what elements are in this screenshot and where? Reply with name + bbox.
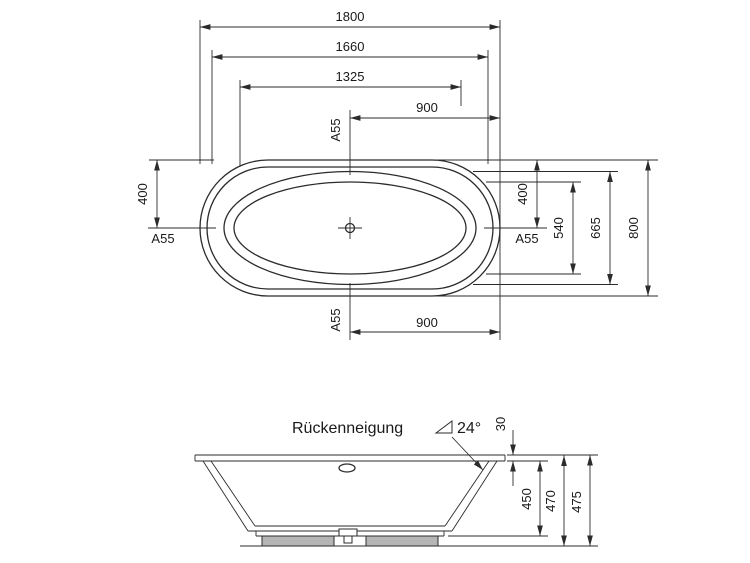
basin-inner-edge: [233, 181, 467, 275]
label-a55-top: A55: [328, 118, 343, 141]
feet-pads: [261, 528, 439, 547]
label-a55-left: A55: [151, 231, 174, 246]
right-wall-inner: [444, 460, 490, 527]
back-slope-annotation: Rückenneigung 24°: [292, 420, 484, 471]
dim-label-800: 800: [626, 217, 641, 239]
dim-label-900-top: 900: [416, 100, 438, 115]
tub-outline-side-view: [194, 454, 598, 547]
dim-label-400-left: 400: [135, 183, 150, 205]
top-view: 1800 1660 1325 900 900 A55 A55 A55 A55 4…: [135, 9, 658, 340]
centerline-marks: [148, 152, 547, 308]
overflow-fitting: [338, 463, 356, 473]
foot-pad-left: [261, 535, 335, 547]
dim-label-30: 30: [493, 417, 508, 431]
label-a55-right: A55: [515, 231, 538, 246]
dim-label-1800: 1800: [336, 9, 365, 24]
label-a55-bottom: A55: [328, 308, 343, 331]
dim-label-1660: 1660: [336, 39, 365, 54]
dim-label-400-right: 400: [515, 183, 530, 205]
dim-label-900-bottom: 900: [416, 315, 438, 330]
dimension-lines-top-view: [154, 24, 651, 335]
dim-label-475: 475: [569, 491, 584, 513]
dim-label-450: 450: [519, 488, 534, 510]
dim-label-540: 540: [551, 217, 566, 239]
drain-fitting: [338, 528, 358, 537]
drain-icon: [338, 217, 362, 239]
dimension-lines-side-view: [510, 430, 593, 546]
right-wall-outer: [451, 460, 498, 532]
left-wall-outer: [202, 460, 249, 532]
back-slope-angle: 24°: [457, 420, 481, 437]
dim-label-470: 470: [543, 490, 558, 512]
slope-symbol-icon: [434, 420, 453, 434]
dim-label-1325: 1325: [336, 69, 365, 84]
foot-pad-right: [365, 535, 439, 547]
slope-leader-line: [451, 436, 484, 471]
back-slope-label: Rückenneigung: [292, 420, 403, 437]
left-wall-inner: [210, 460, 256, 527]
extension-lines-top-view: [149, 20, 658, 340]
side-view: Rückenneigung 24° 30 450 470 475: [194, 417, 598, 547]
dim-label-665: 665: [588, 217, 603, 239]
